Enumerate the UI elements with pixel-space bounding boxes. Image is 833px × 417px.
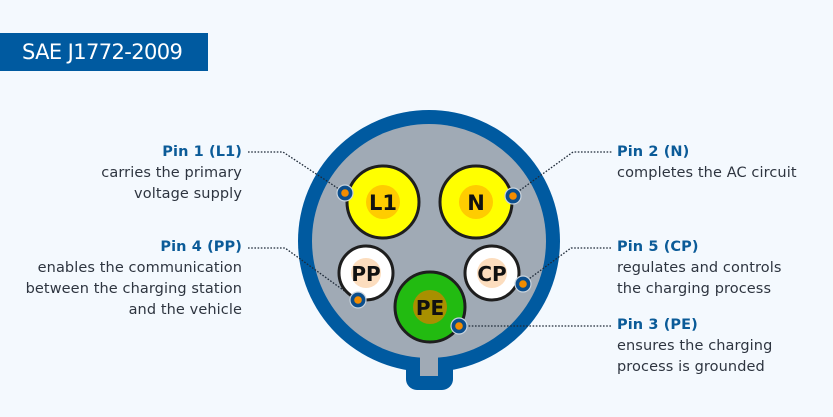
pin-3-title: Pin 3 (PE) <box>617 317 698 333</box>
pin-l1: L1 <box>345 164 421 240</box>
pin-4-desc-line-1: enables the communication <box>37 260 242 276</box>
pin-3-desc-line-1: ensures the charging <box>617 338 773 354</box>
leader-line-pp <box>248 247 358 301</box>
pin-n-core <box>459 185 493 219</box>
marker-dot-pe <box>450 317 468 335</box>
pin-5-desc-line-2: the charging process <box>617 281 772 297</box>
pin-pe: PE <box>393 270 467 344</box>
label-pin-4: Pin 4 (PP) enables the communication bet… <box>26 237 242 321</box>
connector-shell <box>298 110 560 390</box>
pin-1-title: Pin 1 (L1) <box>162 144 242 160</box>
pin-pe-symbol: PE <box>416 296 444 320</box>
leader-line-cp <box>521 247 612 285</box>
pin-2-desc-line-1: completes the AC circuit <box>617 165 797 181</box>
pin-n: N <box>438 164 514 240</box>
connector-key-slot <box>420 340 438 376</box>
pin-cp-symbol: CP <box>477 262 506 286</box>
marker-dot-pp <box>349 291 367 309</box>
pin-5-desc-line-1: regulates and controls <box>617 260 782 276</box>
pin-3-desc-line-2: process is grounded <box>617 359 765 375</box>
pin-pp-core <box>351 258 381 288</box>
pin-pe-core <box>413 290 447 324</box>
pin-1-desc-line-2: voltage supply <box>134 186 242 202</box>
pin-4-desc-line-3: and the vehicle <box>128 302 242 318</box>
label-pin-2: Pin 2 (N) completes the AC circuit <box>617 142 797 184</box>
marker-dot-cp <box>514 275 532 293</box>
pin-5-title: Pin 5 (CP) <box>617 239 699 255</box>
pin-1-desc-line-1: carries the primary <box>101 165 242 181</box>
marker-dots <box>336 184 532 335</box>
leader-line-l1 <box>248 151 346 194</box>
marker-dot-n <box>504 187 522 205</box>
pin-4-desc-line-2: between the charging station <box>25 281 242 297</box>
standard-title-banner: SAE J1772-2009 <box>0 33 208 71</box>
label-pin-3: Pin 3 (PE) ensures the charging process … <box>617 315 772 378</box>
marker-dot-l1 <box>336 184 354 202</box>
label-pin-1: Pin 1 (L1) carries the primary voltage s… <box>101 142 242 205</box>
pin-pp: PP <box>337 244 395 302</box>
label-pin-5: Pin 5 (CP) regulates and controls the ch… <box>617 237 782 300</box>
pin-l1-core <box>366 185 400 219</box>
pin-cp-core <box>477 258 507 288</box>
pin-4-title: Pin 4 (PP) <box>160 239 242 255</box>
pin-cp: CP <box>463 244 521 302</box>
pin-n-symbol: N <box>467 191 485 215</box>
pin-pp-symbol: PP <box>351 262 380 286</box>
pin-2-title: Pin 2 (N) <box>617 144 690 160</box>
pin-l1-symbol: L1 <box>369 191 397 215</box>
